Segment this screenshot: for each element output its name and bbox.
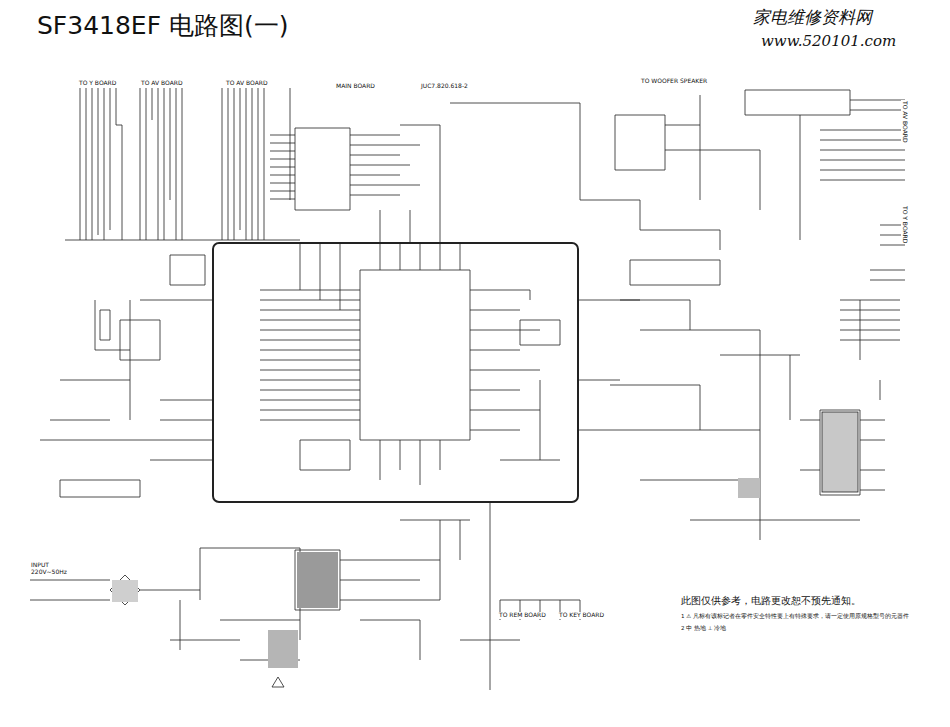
power-input: INPUT 220V~50Hz — [30, 562, 70, 575]
board-name: MAIN BOARD — [335, 83, 376, 90]
connector-label: TO AV BOARD — [140, 80, 184, 87]
right-circuits — [578, 260, 905, 540]
watermark: www.520101.com — [760, 33, 897, 50]
top-connections — [450, 90, 905, 250]
connector-label: TO WOOFER SPEAKER — [640, 78, 708, 85]
y-board-wires — [65, 88, 300, 240]
page-title: SF3418EF 电路图(一) — [37, 12, 289, 40]
connector-label: TO Y BOARD — [901, 205, 908, 244]
left-circuits — [40, 255, 213, 497]
connector-label: TO AV BOARD — [225, 80, 269, 87]
note: 此图仅供参考，电路更改恕不预先通知。 — [680, 595, 862, 606]
wiring — [30, 88, 905, 690]
warning-symbol — [272, 677, 284, 687]
main-ic — [260, 243, 560, 485]
connector-label: TO KEY BOARD — [558, 612, 605, 619]
heatsink — [268, 630, 298, 668]
top-ic — [270, 125, 440, 243]
power-supply — [30, 502, 580, 690]
connector-label: TO Y BOARD — [78, 80, 117, 87]
shaded-parts — [112, 412, 858, 687]
watermark: 家电维修资料网 — [752, 8, 873, 27]
note: 1 ⚠ 凡标有该标记者在零件安全特性要上有特殊要求，请一定使用原规格型号的元器件 — [680, 613, 910, 619]
av2-board-wires — [222, 88, 290, 240]
av-board-wires — [140, 88, 182, 240]
fuse-block — [112, 580, 138, 602]
flyback-core — [822, 412, 858, 492]
ic-shade — [738, 478, 760, 498]
connector-label: TO AV BOARD — [901, 100, 908, 144]
note: 2 中 热地 ⊥ 冷地 — [680, 625, 727, 631]
connector-label: TO REM BOARD — [498, 612, 547, 619]
board-number: JUC7.820.618-2 — [420, 83, 469, 90]
main-board-frame — [213, 243, 578, 502]
transformer-core — [297, 552, 338, 608]
